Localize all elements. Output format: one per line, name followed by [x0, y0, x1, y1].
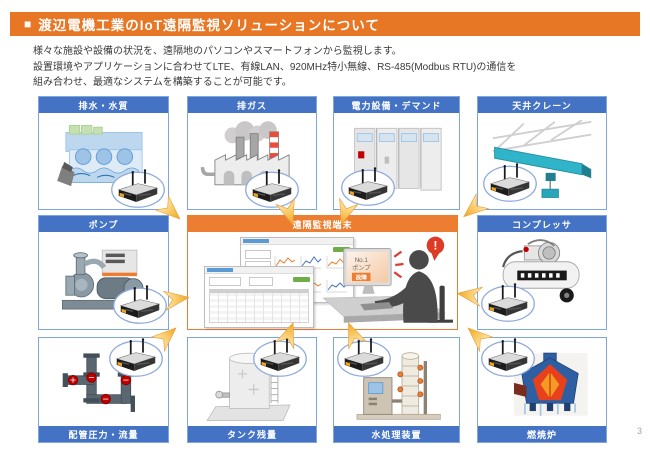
card-compressor-label: コンプレッサ: [478, 216, 606, 232]
page-title: 渡辺電機工業のIoT遠隔監視ソリューションについて: [38, 18, 380, 33]
card-power-body: [334, 113, 459, 209]
card-power: 電力設備・デマンド: [333, 96, 460, 210]
card-wastewater-body: [39, 113, 168, 209]
failure-badge: 故障: [356, 273, 368, 281]
card-crane-label: 天井クレーン: [478, 97, 606, 113]
compressor-illustration: [502, 238, 580, 303]
alert-bubble-icon: !: [426, 236, 445, 261]
screen-device-number: No.1: [355, 257, 369, 264]
card-compressor: コンプレッサ: [477, 215, 607, 330]
card-tank: タンク残量: [187, 337, 317, 443]
water-treatment-illustration: [356, 351, 441, 420]
alert-sparks-icon: [393, 250, 404, 279]
card-water-treatment: 水処理装置: [333, 337, 460, 443]
card-pump-body: [39, 232, 168, 329]
card-water-treatment-body: [334, 338, 459, 426]
card-pump: ポンプ: [38, 215, 169, 330]
card-crane-body: [478, 113, 606, 209]
title-bullet: ■: [24, 17, 32, 31]
window-titlebar: [241, 238, 353, 245]
keyboard: [360, 302, 394, 311]
iot-gateway-icon: [110, 167, 166, 209]
dashboard-window-front: [204, 266, 314, 328]
input-field: [245, 250, 271, 259]
iot-gateway-icon: [482, 161, 538, 203]
card-tank-body: [188, 338, 316, 426]
card-exhaust-gas: 排ガス: [187, 96, 317, 210]
card-pipe-body: [39, 338, 168, 426]
card-crane: 天井クレーン: [477, 96, 607, 210]
operator-monitor-illustration: No.1 ポンプ 故障 !: [322, 236, 453, 323]
iot-gateway-icon: [480, 281, 536, 323]
card-pipe-label: 配管圧力・流量: [39, 426, 168, 442]
card-exhaust-gas-body: [188, 113, 316, 209]
card-power-label: 電力設備・デマンド: [334, 97, 459, 113]
card-furnace: 燃焼炉: [477, 337, 607, 443]
piping-illustration: [62, 353, 135, 413]
window-tab: [207, 268, 233, 272]
wastewater-illustration: [56, 125, 143, 187]
card-exhaust-gas-label: 排ガス: [188, 97, 316, 113]
slide-title-bar: ■ 渡辺電機工業のIoT遠隔監視ソリューションについて: [10, 12, 640, 36]
intro-paragraph: 様々な施設や設備の状況を、遠隔地のパソコンやスマートフォンから監視します。 設置…: [33, 44, 623, 91]
intro-line-2: 設置環境やアプリケーションに合わせてLTE、有線LAN、920MHz特小無線、R…: [33, 61, 517, 73]
alert-monitor: No.1 ポンプ 故障: [343, 248, 392, 294]
window-titlebar: [205, 267, 313, 274]
status-button: [333, 247, 350, 252]
card-water-treatment-label: 水処理装置: [334, 426, 459, 442]
signal-arrow-icon: [162, 285, 191, 312]
screen-device-name: ポンプ: [352, 264, 371, 272]
card-wastewater: 排水・水質: [38, 96, 169, 210]
card-tank-label: タンク残量: [188, 426, 316, 442]
input-field: [249, 277, 273, 286]
card-pump-label: ポンプ: [39, 216, 168, 232]
card-remote-terminal: 遠隔監視端末: [187, 215, 458, 330]
input-field: [209, 277, 241, 286]
data-table: [209, 289, 309, 323]
exclamation-icon: !: [433, 239, 437, 253]
card-compressor-body: [478, 232, 606, 329]
window-tab: [243, 239, 269, 243]
intro-line-3: 組み合わせ、最適なシステムを構築することが可能です。: [33, 77, 292, 88]
signal-arrow-icon: [454, 281, 483, 308]
card-wastewater-label: 排水・水質: [39, 97, 168, 113]
iot-gateway-icon: [112, 283, 168, 325]
card-remote-terminal-body: No.1 ポンプ 故障 !: [188, 232, 457, 329]
intro-line-1: 様々な施設や設備の状況を、遠隔地のパソコンやスマートフォンから監視します。: [33, 46, 402, 57]
card-pipe: 配管圧力・流量: [38, 337, 169, 443]
furnace-illustration: [513, 352, 588, 416]
status-button: [293, 277, 310, 282]
card-furnace-label: 燃焼炉: [478, 426, 606, 442]
page-number: 3: [636, 426, 642, 436]
chair: [439, 285, 445, 321]
overhead-crane-illustration: [492, 120, 592, 198]
card-remote-terminal-label: 遠隔監視端末: [188, 216, 457, 232]
card-furnace-body: [478, 338, 606, 426]
